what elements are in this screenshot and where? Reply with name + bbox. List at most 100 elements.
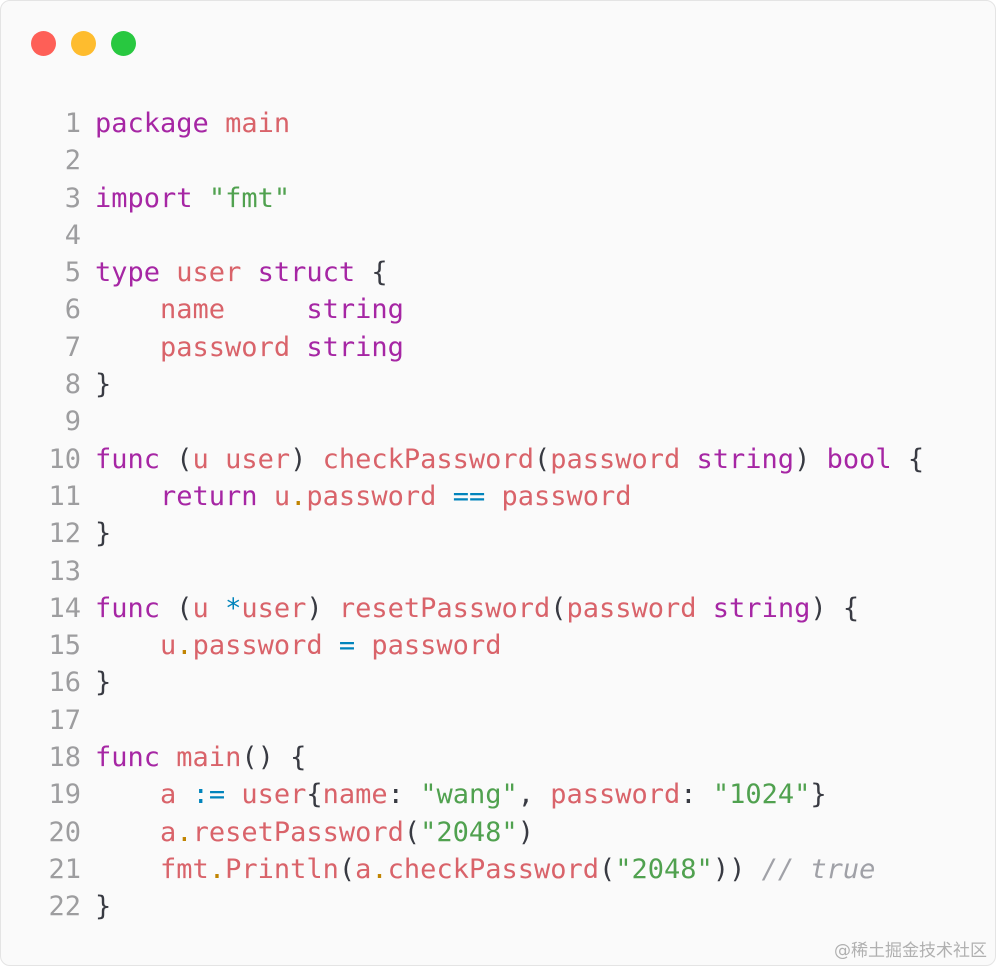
code-token: password: [192, 630, 323, 662]
line-source: return u.password == password: [95, 478, 632, 515]
code-token: "2048": [420, 816, 518, 848]
code-token: [323, 630, 339, 661]
code-token: name: [160, 294, 226, 326]
code-token: .: [176, 816, 193, 848]
code-token: .: [371, 853, 388, 885]
line-number: 16: [48, 667, 81, 699]
code-token: [160, 742, 176, 773]
code-line: 19 a := user{name: "wang", password: "10…: [1, 776, 924, 813]
code-token: string: [306, 294, 404, 326]
code-token: "1024": [712, 779, 811, 811]
line-number: 9: [64, 406, 81, 438]
code-token: a: [160, 816, 177, 848]
code-line: 20 a.resetPassword("2048"): [1, 814, 924, 851]
minimize-button[interactable]: [71, 31, 96, 56]
code-token: }: [95, 891, 112, 923]
code-token: [95, 817, 160, 848]
code-line: 5 type user struct {: [1, 254, 924, 291]
code-token: [95, 630, 160, 661]
code-line: 2: [1, 142, 924, 179]
code-token: [745, 854, 761, 885]
line-source: func main() {: [95, 739, 306, 776]
code-token: ): [306, 592, 339, 624]
code-token: struct: [257, 257, 356, 289]
code-token: // true: [761, 853, 876, 885]
code-token: )): [712, 853, 746, 885]
code-token: .: [176, 630, 193, 662]
code-token: import: [95, 182, 193, 214]
code-token: [160, 257, 176, 288]
line-number: 12: [48, 518, 81, 550]
line-number: 8: [64, 369, 81, 401]
code-line: 6 name string: [1, 291, 924, 328]
code-line: 12}: [1, 515, 924, 552]
code-token: a: [160, 779, 177, 811]
code-token: password: [160, 331, 291, 363]
line-source: import "fmt": [95, 180, 290, 217]
code-token: }: [95, 518, 112, 550]
code-token: user: [176, 257, 242, 289]
line-source: a.resetPassword("2048"): [95, 814, 534, 851]
code-token: }: [810, 779, 827, 811]
close-button[interactable]: [31, 31, 56, 56]
line-number: 15: [48, 630, 81, 662]
code-line: 10 func (u user) checkPassword(password s…: [1, 441, 924, 478]
code-token: return: [160, 480, 258, 512]
code-token: .: [208, 853, 226, 885]
code-token: [95, 854, 160, 885]
line-source: }: [95, 664, 111, 701]
code-token: :=: [192, 779, 226, 811]
code-token: string: [696, 443, 795, 475]
code-token: password: [501, 480, 632, 512]
line-source: }: [95, 888, 111, 925]
line-number: 5: [64, 257, 81, 289]
code-token: :: [387, 779, 421, 811]
line-number: 20: [48, 816, 81, 848]
code-token: ): [290, 443, 323, 475]
code-token: [485, 481, 501, 512]
line-source: }: [95, 366, 111, 403]
code-token: u: [160, 630, 177, 662]
code-token: ): [517, 816, 534, 848]
code-token: string: [712, 592, 811, 624]
code-line: 22}: [1, 888, 924, 925]
code-token: ,: [517, 779, 551, 811]
line-source: a := user{name: "wang", password: "1024"…: [95, 776, 827, 813]
line-source: type user struct {: [95, 254, 388, 291]
line-number: 10: [48, 443, 81, 475]
line-number: 17: [48, 704, 81, 736]
code-token: password: [566, 592, 697, 624]
code-token: "2048": [615, 853, 713, 885]
code-token: user: [241, 592, 307, 624]
code-token: {: [306, 779, 323, 811]
code-token: [258, 481, 274, 512]
line-number: 1: [64, 108, 81, 139]
watermark: @稀土掘金技术社区: [834, 941, 987, 961]
code-token: ==: [452, 480, 486, 512]
code-line: 7 password string: [1, 329, 924, 366]
code-token: password: [550, 443, 681, 475]
code-token: u: [192, 443, 209, 475]
zoom-button[interactable]: [111, 31, 136, 56]
code-token: [95, 779, 160, 810]
line-source: password string: [95, 329, 404, 366]
code-token: [355, 630, 371, 661]
code-line: 9: [1, 403, 924, 440]
code-token: [95, 332, 160, 363]
code-token: fmt: [160, 853, 209, 885]
code-token: [209, 108, 225, 139]
code-line: 8}: [1, 366, 924, 403]
code-line: 21 fmt.Println(a.checkPassword("2048")) …: [1, 851, 924, 888]
code-token: [95, 294, 160, 325]
code-token: [436, 481, 452, 512]
code-token: main: [225, 108, 291, 139]
line-number: 13: [48, 555, 81, 587]
code-token: func: [95, 592, 161, 624]
code-token: }: [95, 369, 112, 401]
code-token: [241, 257, 257, 288]
line-source: name string: [95, 291, 404, 328]
code-token: [193, 183, 209, 214]
line-source: func (u user) checkPassword(password str…: [95, 441, 924, 478]
